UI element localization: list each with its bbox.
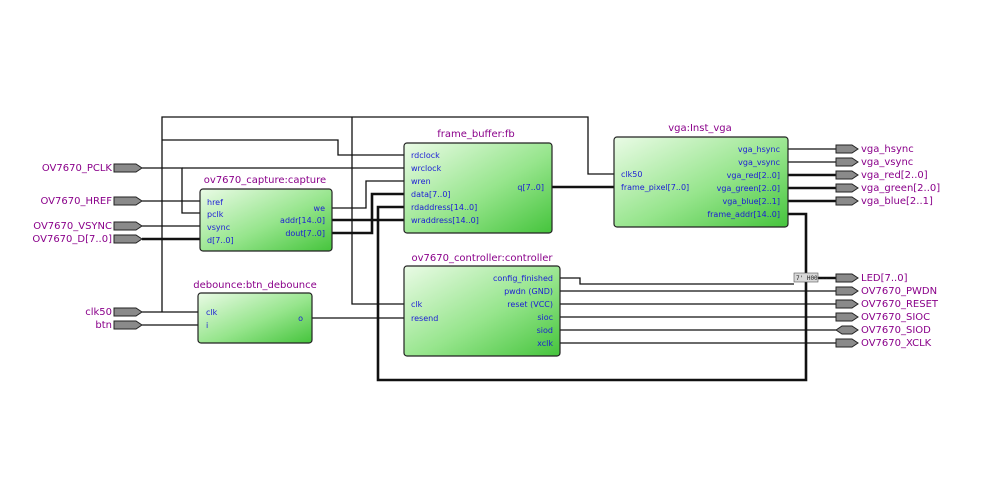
pin: dout[7..0] bbox=[285, 229, 325, 238]
input-port[interactable]: btn bbox=[95, 320, 143, 331]
port-label: LED[7..0] bbox=[861, 273, 908, 284]
port-label: clk50 bbox=[85, 307, 112, 318]
pin: addr[14..0] bbox=[280, 216, 325, 225]
block-title: debounce:btn_debounce bbox=[193, 280, 317, 291]
pin: vga_red[2..0] bbox=[727, 171, 780, 180]
pin: vga_blue[2..1] bbox=[722, 197, 780, 206]
block-capture[interactable]: ov7670_capture:capture href pclk vsync d… bbox=[199, 175, 333, 252]
port-label: btn bbox=[95, 320, 112, 331]
block-title: frame_buffer:fb bbox=[437, 129, 515, 140]
pin: d[7..0] bbox=[207, 236, 234, 245]
port-label: vga_red[2..0] bbox=[861, 170, 928, 181]
pin: pwdn (GND) bbox=[504, 287, 553, 296]
pin: clk50 bbox=[621, 170, 642, 179]
pin: resend bbox=[411, 314, 438, 323]
block-title: ov7670_controller:controller bbox=[411, 253, 553, 264]
port-label: vga_blue[2..1] bbox=[861, 196, 933, 207]
input-port[interactable]: OV7670_PCLK bbox=[42, 163, 143, 174]
port-label: OV7670_HREF bbox=[40, 196, 112, 207]
pin: wraddress[14..0] bbox=[411, 216, 479, 225]
pin: data[7..0] bbox=[411, 190, 451, 199]
output-port[interactable]: OV7670_XCLK bbox=[835, 338, 932, 349]
input-port[interactable]: OV7670_D[7..0] bbox=[32, 234, 143, 245]
const-label-box: 7' H00 -- bbox=[793, 272, 829, 283]
pin: href bbox=[207, 198, 223, 207]
port-label: vga_hsync bbox=[861, 144, 914, 155]
output-port[interactable]: OV7670_RESET bbox=[835, 299, 939, 310]
port-label: OV7670_PCLK bbox=[42, 163, 113, 174]
output-port[interactable]: OV7670_SIOC bbox=[835, 312, 930, 323]
block-title: vga:Inst_vga bbox=[668, 123, 732, 134]
pin: siod bbox=[537, 326, 553, 335]
pin: clk bbox=[411, 300, 423, 309]
pin: vga_vsync bbox=[738, 158, 780, 167]
input-ports: OV7670_PCLK OV7670_HREF OV7670_VSYNC OV7… bbox=[32, 163, 143, 331]
pin: rdclock bbox=[411, 151, 440, 160]
const-label: 7' H00 -- bbox=[796, 275, 829, 282]
output-port[interactable]: vga_red[2..0] bbox=[835, 170, 928, 181]
pin: frame_pixel[7..0] bbox=[621, 183, 689, 192]
block-debounce[interactable]: debounce:btn_debounce clk i o bbox=[193, 280, 317, 344]
pin: xclk bbox=[537, 339, 553, 348]
port-label: OV7670_RESET bbox=[861, 299, 939, 310]
input-port[interactable]: OV7670_HREF bbox=[40, 196, 143, 207]
output-port[interactable]: LED[7..0] bbox=[835, 273, 908, 284]
port-label: OV7670_SIOC bbox=[861, 312, 930, 323]
pin: i bbox=[206, 321, 208, 330]
block-vga[interactable]: vga:Inst_vga clk50 frame_pixel[7..0] vga… bbox=[613, 123, 789, 228]
block-title: ov7670_capture:capture bbox=[204, 175, 326, 186]
pin: q[7..0] bbox=[517, 183, 544, 192]
output-port[interactable]: vga_blue[2..1] bbox=[835, 196, 933, 207]
pin: clk bbox=[206, 308, 218, 317]
pin: pclk bbox=[207, 210, 224, 219]
output-ports: vga_hsync vga_vsync vga_red[2..0] vga_gr… bbox=[835, 144, 940, 349]
pin: reset (VCC) bbox=[507, 300, 553, 309]
pin: vsync bbox=[207, 223, 230, 232]
input-port[interactable]: OV7670_VSYNC bbox=[33, 221, 143, 232]
output-port[interactable]: vga_green[2..0] bbox=[835, 183, 940, 194]
block-frame-buffer[interactable]: frame_buffer:fb rdclock wrclock wren dat… bbox=[403, 129, 553, 234]
output-port[interactable]: vga_vsync bbox=[835, 157, 913, 168]
pin: config_finished bbox=[493, 274, 553, 283]
port-label: OV7670_D[7..0] bbox=[32, 234, 112, 245]
input-port[interactable]: clk50 bbox=[85, 307, 143, 318]
pin: rdaddress[14..0] bbox=[411, 203, 477, 212]
port-label: vga_green[2..0] bbox=[861, 183, 940, 194]
port-label: vga_vsync bbox=[861, 157, 913, 168]
pin: o bbox=[298, 314, 303, 323]
port-label: OV7670_PWDN bbox=[861, 286, 937, 297]
bidir-port[interactable]: OV7670_SIOD bbox=[835, 325, 931, 336]
pin: frame_addr[14..0] bbox=[707, 210, 780, 219]
pin: sioc bbox=[537, 313, 553, 322]
output-port[interactable]: vga_hsync bbox=[835, 144, 914, 155]
port-label: OV7670_XCLK bbox=[861, 338, 932, 349]
pin: vga_green[2..0] bbox=[717, 184, 780, 193]
port-label: OV7670_SIOD bbox=[861, 325, 931, 336]
pin: vga_hsync bbox=[738, 145, 780, 154]
port-label: OV7670_VSYNC bbox=[33, 221, 112, 232]
output-port[interactable]: OV7670_PWDN bbox=[835, 286, 937, 297]
wires bbox=[142, 116, 836, 382]
pin: wren bbox=[411, 177, 431, 186]
block-controller[interactable]: ov7670_controller:controller clk resend … bbox=[403, 253, 561, 357]
pin: wrclock bbox=[411, 164, 442, 173]
pin: we bbox=[314, 204, 326, 213]
